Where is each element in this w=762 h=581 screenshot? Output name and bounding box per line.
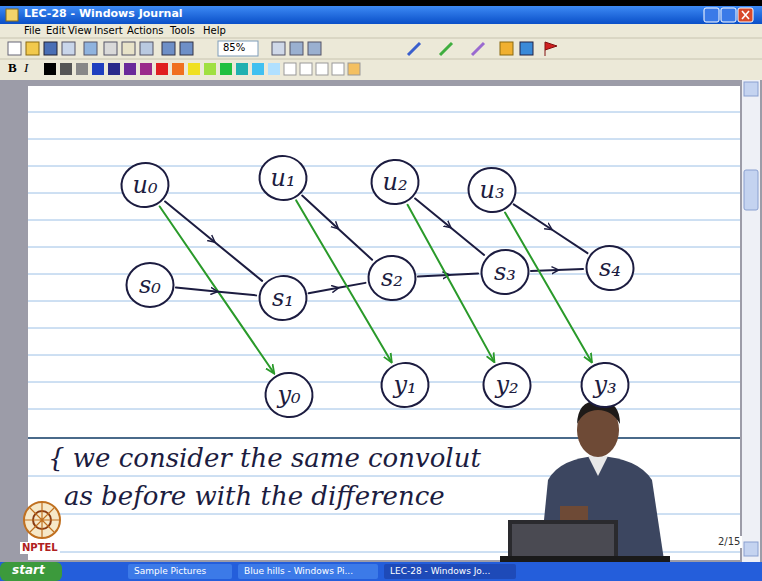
node-label: s₀	[139, 273, 161, 297]
state-circle: s₃	[480, 247, 530, 297]
ui-text: Help	[203, 25, 226, 37]
title-bar	[0, 6, 762, 24]
node-label: y₃	[593, 373, 616, 397]
output-arrow	[160, 206, 274, 372]
state-circle: s₀	[125, 260, 175, 310]
state-circle: u₁	[258, 153, 308, 203]
ui-text: B	[8, 61, 17, 76]
node-label: u₁	[270, 166, 295, 190]
separator-line	[28, 437, 740, 439]
state-circle: y₂	[482, 360, 532, 410]
output-arrow	[408, 205, 494, 362]
state-arrow	[309, 283, 366, 293]
node-label: u₀	[132, 173, 157, 197]
node-label: y₁	[393, 373, 416, 397]
ui-text: File	[24, 25, 41, 37]
node-label: s₄	[599, 256, 621, 280]
state-circle: s₄	[585, 243, 635, 293]
ui-text: start	[12, 564, 45, 578]
state-arrow	[415, 198, 484, 254]
state-circle: u₀	[120, 160, 170, 210]
ui-text: 85%	[223, 42, 245, 54]
ui-text: Blue hills - Windows Pi...	[244, 566, 353, 576]
node-label: u₂	[382, 170, 407, 194]
taskbar	[0, 562, 762, 581]
color-palette	[44, 63, 360, 75]
state-circle: y₀	[264, 370, 314, 420]
node-label: y₀	[277, 383, 300, 407]
start-button	[0, 562, 62, 581]
ui-text: 2/15	[716, 536, 742, 548]
node-label: s₃	[494, 260, 516, 284]
ui-text: Sample Pictures	[134, 566, 206, 576]
handwritten-note: { we consider the same convolut	[46, 444, 483, 474]
state-circle: u₃	[467, 165, 517, 215]
handwritten-note: as before with the difference	[62, 482, 447, 512]
ui-text: LEC-28 - Windows Journal	[24, 8, 183, 21]
toolbar-icons	[8, 41, 557, 56]
ui-text: Edit	[46, 25, 65, 37]
ui-text: I	[24, 61, 28, 76]
state-arrow	[165, 201, 262, 280]
nptel-emblem	[24, 502, 60, 538]
scrollbar	[742, 80, 760, 562]
state-circle: y₃	[580, 360, 630, 410]
lecturer	[500, 401, 670, 562]
ui-text: View	[68, 25, 92, 37]
state-circle: s₂	[367, 253, 417, 303]
ui-text: Insert	[94, 25, 123, 37]
node-label: y₂	[495, 373, 518, 397]
state-circle: y₁	[380, 360, 430, 410]
ui-text: NPTEL	[20, 542, 60, 554]
ui-text: LEC-28 - Windows Jo...	[390, 566, 490, 576]
node-label: u₃	[479, 178, 504, 202]
ui-text: Tools	[170, 25, 195, 37]
node-label: s₂	[381, 266, 403, 290]
state-circle: u₂	[370, 157, 420, 207]
state-circle: s₁	[258, 273, 308, 323]
toolbar	[0, 24, 762, 80]
node-label: s₁	[272, 286, 294, 310]
state-arrow	[176, 288, 256, 296]
ui-text: Actions	[127, 25, 164, 37]
journal-page	[28, 86, 740, 560]
